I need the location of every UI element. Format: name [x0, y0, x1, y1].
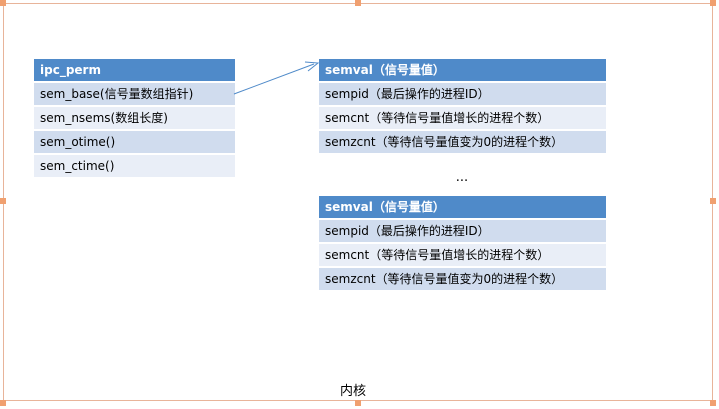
resize-handle-top-right[interactable]	[710, 0, 716, 6]
semzcnt-row: semzcnt（等待信号量值变为0的进程个数）	[319, 268, 606, 290]
sempid-row: sempid（最后操作的进程ID）	[319, 220, 606, 242]
semcnt-row: semcnt（等待信号量值增长的进程个数）	[319, 107, 606, 129]
resize-handle-bottom-right[interactable]	[710, 400, 716, 406]
kernel-caption: 内核	[340, 384, 367, 399]
sem-nsems-row: sem_nsems(数组长度)	[34, 107, 235, 129]
resize-handle-bottom-middle[interactable]	[355, 400, 361, 406]
sem-table-1: semval（信号量值） sempid（最后操作的进程ID） semcnt（等待…	[319, 59, 606, 155]
sem-otime-row: sem_otime()	[34, 131, 235, 153]
sempid-row: sempid（最后操作的进程ID）	[319, 83, 606, 105]
arrow-line	[233, 63, 315, 95]
ipc-perm-header: ipc_perm	[34, 59, 235, 81]
sem-base-row: sem_base(信号量数组指针)	[34, 83, 235, 105]
semval-header: semval（信号量值）	[319, 196, 606, 218]
resize-handle-middle-left[interactable]	[0, 198, 6, 204]
semval-header: semval（信号量值）	[319, 59, 606, 81]
resize-handle-bottom-left[interactable]	[0, 400, 6, 406]
resize-handle-middle-right[interactable]	[710, 198, 716, 204]
resize-handle-top-left[interactable]	[0, 0, 6, 6]
semzcnt-row: semzcnt（等待信号量值变为0的进程个数）	[319, 131, 606, 153]
ellipsis: ...	[455, 170, 469, 185]
ipc-perm-table: ipc_perm sem_base(信号量数组指针) sem_nsems(数组长…	[34, 59, 235, 179]
semcnt-row: semcnt（等待信号量值增长的进程个数）	[319, 244, 606, 266]
sem-table-2: semval（信号量值） sempid（最后操作的进程ID） semcnt（等待…	[319, 196, 606, 292]
sem-ctime-row: sem_ctime()	[34, 155, 235, 177]
arrow-head	[304, 61, 320, 72]
resize-handle-top-middle[interactable]	[355, 0, 361, 6]
